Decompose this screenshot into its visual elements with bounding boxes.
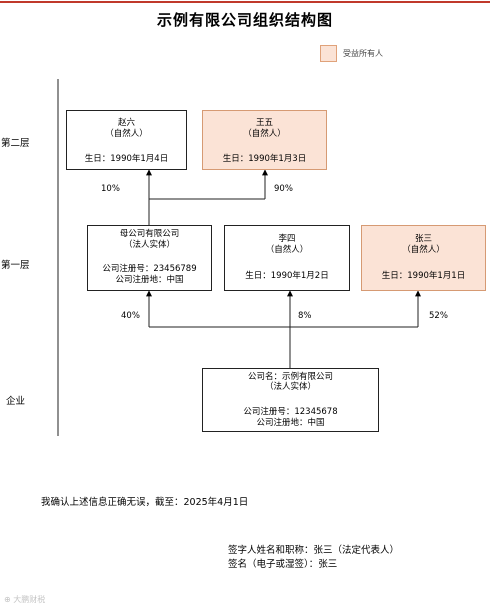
node-zhang3: 张三 （自然人） 生日：1990年1月1日 <box>361 225 486 291</box>
watermark: ⊕ 大鹏财税 <box>4 595 46 604</box>
node-type: （法人实体） <box>264 382 316 392</box>
legend-swatch <box>320 45 337 62</box>
node-wang5: 王五 （自然人） 生日：1990年1月3日 <box>202 110 327 170</box>
node-zhao6: 赵六 （自然人） 生日：1990年1月4日 <box>66 110 187 170</box>
edge-label-parent: 40% <box>121 311 140 321</box>
node-birth: 生日：1990年1月4日 <box>84 154 169 164</box>
node-name: 李四 <box>278 234 296 244</box>
node-reg-no: 公司注册号：12345678 <box>243 407 338 417</box>
node-birth: 生日：1990年1月2日 <box>245 271 329 281</box>
top-accent-line <box>0 1 490 3</box>
level-label-first: 第一层 <box>1 260 30 271</box>
edge-label-wang5: 90% <box>274 184 293 194</box>
node-type: （自然人） <box>265 245 309 255</box>
node-parent-company: 母公司有限公司 （法人实体） 公司注册号：23456789 公司注册地：中国 <box>87 225 212 291</box>
node-type: （自然人） <box>243 129 286 139</box>
node-type: （法人实体） <box>123 240 175 250</box>
node-birth: 生日：1990年1月3日 <box>222 154 307 164</box>
node-reg-place: 公司注册地：中国 <box>256 418 325 428</box>
node-type: （自然人） <box>402 245 445 255</box>
node-type: （自然人） <box>105 129 148 139</box>
page-title: 示例有限公司组织结构图 <box>156 11 333 29</box>
node-name: 张三 <box>414 234 432 244</box>
node-company: 公司名：示例有限公司 （法人实体） 公司注册号：12345678 公司注册地：中… <box>202 368 379 432</box>
node-birth: 生日：1990年1月1日 <box>381 271 466 281</box>
node-reg-place: 公司注册地：中国 <box>115 275 184 285</box>
level-label-enterprise: 企业 <box>6 396 26 407</box>
node-reg-no: 公司注册号：23456789 <box>102 264 197 274</box>
edge-label-zhang3: 52% <box>429 311 448 321</box>
node-li4: 李四 （自然人） 生日：1990年1月2日 <box>224 225 350 291</box>
node-name: 王五 <box>255 118 273 128</box>
node-name: 母公司有限公司 <box>119 229 180 239</box>
confirmation-statement: 我确认上述信息正确无误，截至：2025年4月1日 <box>41 497 249 508</box>
edge-label-zhao6: 10% <box>101 184 120 194</box>
node-name: 公司名：示例有限公司 <box>247 372 333 382</box>
legend-label: 受益所有人 <box>343 49 383 58</box>
edge-label-li4: 8% <box>298 311 312 321</box>
node-name: 赵六 <box>117 118 135 128</box>
signature-line: 签名（电子或湿签）：张三 <box>228 559 338 570</box>
level-label-second: 第二层 <box>1 138 30 149</box>
signatory-line: 签字人姓名和职称：张三（法定代表人） <box>228 545 400 556</box>
